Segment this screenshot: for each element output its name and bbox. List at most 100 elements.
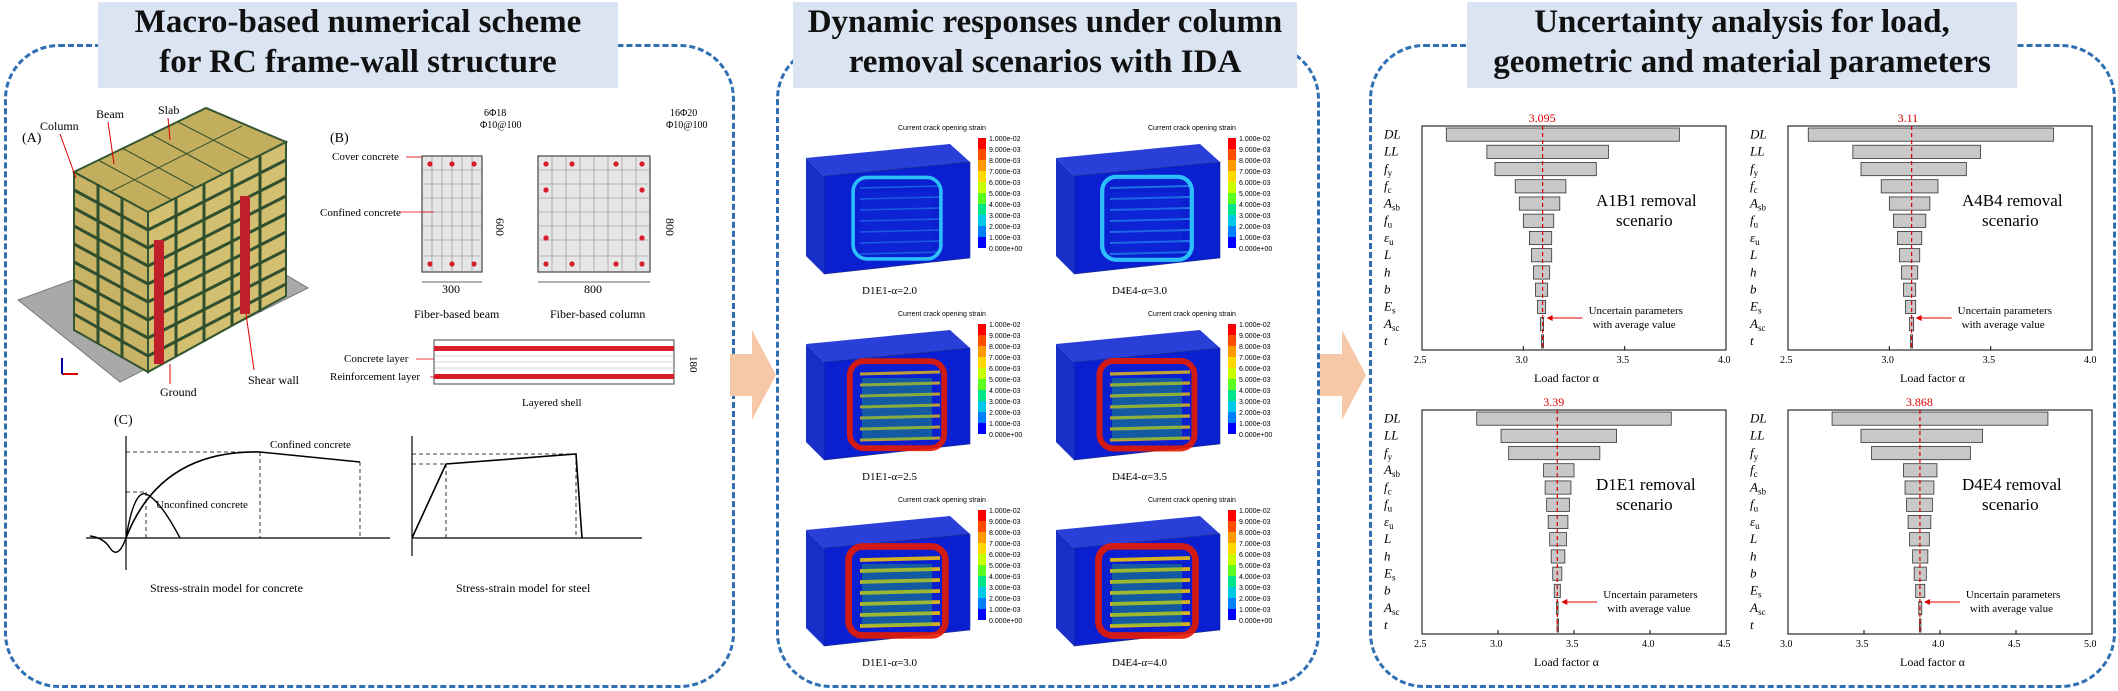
legend-value: 2.000e-03	[989, 596, 1021, 603]
param-label: Es	[1749, 583, 1762, 600]
legend-swatch	[1228, 510, 1236, 521]
tornado-bar	[1546, 497, 1570, 512]
param-label: t	[1384, 617, 1388, 632]
legend-value: 9.000e-03	[989, 147, 1021, 154]
roof-grid	[97, 121, 253, 201]
legend-value: 2.000e-03	[1239, 410, 1271, 417]
legend-value: 2.000e-03	[989, 224, 1021, 231]
tornado-bar	[1860, 428, 1983, 443]
scenario-line-2: scenario	[1982, 495, 2039, 514]
param-label: L	[1749, 247, 1757, 262]
param-label: Asb	[1749, 195, 1766, 212]
legend-title: Current crack opening strain	[1148, 125, 1236, 132]
legend-swatch	[978, 543, 986, 554]
beam-stirrup: Φ10@100	[480, 120, 522, 131]
x-tick-label: 2.5	[1780, 355, 1793, 366]
legend-swatch	[978, 160, 986, 171]
legend-swatch	[978, 379, 986, 390]
legend-value: 1.000e-03	[1239, 235, 1271, 242]
legend-value: 8.000e-03	[1239, 344, 1271, 351]
tornado-bar	[1553, 583, 1561, 598]
panel-title-dynamic-responses: Dynamic responses under column removal s…	[793, 2, 1297, 88]
legend-swatch	[1228, 193, 1236, 204]
confined-label: Confined concrete	[270, 439, 351, 451]
tag-c: (C)	[114, 413, 133, 428]
legend-swatch	[1228, 543, 1236, 554]
mean-value: 3.868	[1906, 395, 1933, 409]
param-label: fc	[1384, 178, 1392, 195]
param-label: fu	[1384, 213, 1393, 230]
tag-b: (B)	[330, 131, 349, 146]
legend-value: 9.000e-03	[1239, 147, 1271, 154]
param-label: h	[1384, 264, 1391, 279]
x-tick-label: 3.0	[1780, 639, 1793, 650]
x-tick-label: 4.0	[1932, 639, 1945, 650]
tornado-bar	[1892, 213, 1927, 228]
column-height: 800	[663, 218, 677, 236]
steel-caption: Stress-strain model for steel	[456, 581, 591, 595]
annotation-arrowhead	[1915, 315, 1922, 321]
x-tick-label: 3.0	[1881, 355, 1894, 366]
legend-value: 0.000e+00	[1239, 618, 1272, 625]
x-tick-label: 4.0	[2084, 355, 2097, 366]
title-line-2: for RC frame-wall structure	[159, 44, 557, 80]
legend-value: 7.000e-03	[1239, 169, 1271, 176]
x-tick-label: 3.5	[1983, 355, 1996, 366]
legend-swatch	[1228, 324, 1236, 335]
x-tick-label: 3.0	[1490, 639, 1503, 650]
param-label: LL	[1383, 144, 1398, 159]
annotation-line-2: with average value	[1607, 603, 1690, 615]
param-label: Asc	[1383, 600, 1399, 617]
legend-swatch	[978, 609, 986, 620]
legend-swatch	[978, 149, 986, 160]
param-label: b	[1384, 281, 1391, 296]
legend-value: 3.000e-03	[1239, 585, 1271, 592]
param-label: εu	[1750, 230, 1760, 247]
scenario-line-2: scenario	[1616, 495, 1673, 514]
param-label: h	[1750, 548, 1757, 563]
reinforcement-layer-label: Reinforcement layer	[330, 371, 420, 383]
x-tick-label: 3.5	[1617, 355, 1630, 366]
tornado-bar	[1915, 583, 1926, 598]
x-tick-label: 4.0	[1642, 639, 1655, 650]
param-label: L	[1383, 531, 1391, 546]
legend-title: Current crack opening strain	[898, 125, 986, 132]
column-caption: Fiber-based column	[550, 307, 645, 321]
scenario-line-1: A4B4 removal	[1962, 191, 2063, 210]
plot-frame	[1421, 125, 1727, 351]
tornado-bar	[1852, 144, 1981, 159]
legend-swatch	[978, 532, 986, 543]
param-label: Asb	[1383, 195, 1400, 212]
tornado-bar	[1544, 480, 1572, 495]
legend-swatch	[1228, 576, 1236, 587]
legend-swatch	[1228, 357, 1236, 368]
tornado-bar	[1500, 428, 1617, 443]
x-axis-label: Load factor α	[1534, 655, 1600, 669]
legend-value: 1.000e-02	[989, 508, 1021, 515]
legend-swatch	[978, 357, 986, 368]
annotation-line-2: with average value	[1593, 319, 1676, 331]
tornado-bar	[1529, 230, 1553, 246]
annotation-line-1: Uncertain parameters	[1589, 305, 1683, 317]
legend-swatch	[1228, 160, 1236, 171]
legend-value: 1.000e-03	[989, 421, 1021, 428]
legend-swatch	[1228, 226, 1236, 237]
case-label: D1E1-α=3.0	[862, 657, 918, 669]
legend-value: 1.000e-02	[1239, 136, 1271, 143]
case-label: D4E4-α=3.5	[1112, 471, 1168, 483]
param-label: h	[1750, 264, 1757, 279]
case-label: D1E1-α=2.5	[862, 471, 918, 483]
legend-swatch	[1228, 171, 1236, 182]
tornado-bar	[1912, 549, 1929, 564]
annotation-arrowhead	[1546, 315, 1553, 321]
legend-value: 1.000e-02	[1239, 508, 1271, 515]
label-shear-wall-text: Shear wall	[248, 373, 300, 387]
tornado-bar	[1514, 179, 1567, 194]
flow-arrow-1	[730, 330, 776, 420]
legend-swatch	[1228, 204, 1236, 215]
legend-value: 9.000e-03	[1239, 333, 1271, 340]
legend-swatch	[1228, 138, 1236, 149]
